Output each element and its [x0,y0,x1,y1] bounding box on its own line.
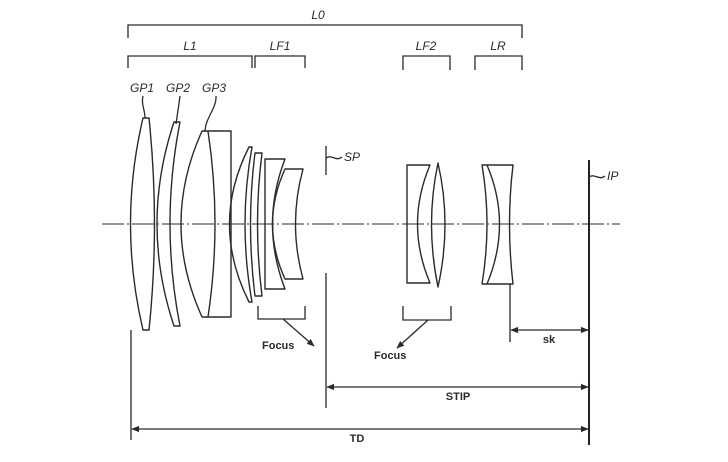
label-l1: L1 [183,39,196,53]
label-lf2: LF2 [416,39,437,53]
focus-arrow-lf2 [396,319,429,349]
focus-bracket-lf1 [257,306,306,320]
bracket-lr [474,55,523,70]
lens-gp3-front [180,130,216,318]
label-l0: L0 [311,8,325,22]
leader-sp [325,156,343,160]
lens-lr [481,164,514,285]
lens-gp1 [129,117,156,331]
focus-arrow-lf1 [282,318,315,347]
leader-gp1 [141,95,146,119]
label-focus-1: Focus [262,340,294,352]
label-sk: sk [543,334,556,346]
label-td: TD [350,433,365,445]
bracket-lf2 [402,55,451,70]
label-gp2: GP2 [166,81,190,95]
leader-gp3 [204,95,217,133]
label-lf1: LF1 [270,39,291,53]
leader-gp2 [175,95,181,125]
label-sp: SP [344,150,360,164]
lens-l1-meniscus-4 [228,146,253,303]
leader-ip [588,175,606,179]
label-gp3: GP3 [202,81,226,95]
bracket-l0 [127,24,523,38]
label-gp1: GP1 [130,81,154,95]
label-focus-2: Focus [374,350,406,362]
label-lr: LR [490,39,506,53]
lens-lf1-rear [271,168,304,280]
label-stip: STIP [446,391,470,403]
focus-bracket-lf2 [402,306,452,321]
bracket-lf1 [254,55,306,68]
lens-gp2 [156,121,181,327]
bracket-l1 [127,55,253,68]
lens-lf2-rear [430,162,446,288]
label-ip: IP [607,169,618,183]
lens-lr-inner [486,164,501,285]
lens-l1-meniscus-5 [249,152,263,297]
lens-lf2-front [406,164,431,284]
lens-gp3-rear [208,130,232,318]
